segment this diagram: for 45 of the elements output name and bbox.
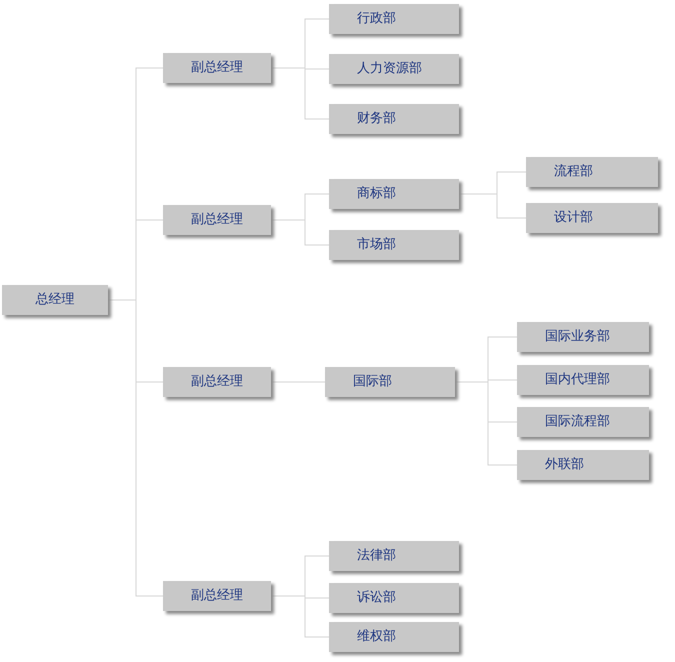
org-box — [163, 205, 271, 235]
org-box — [526, 203, 658, 233]
org-box — [329, 4, 459, 34]
department-label: 国际流程部 — [545, 414, 610, 430]
department-label: 总经理 — [36, 292, 74, 308]
department-label: 人力资源部 — [357, 61, 422, 77]
department-label: 外联部 — [545, 457, 584, 473]
org-box — [526, 157, 658, 187]
department-label: 维权部 — [357, 629, 396, 645]
department-label: 副总经理 — [191, 60, 243, 76]
org-box — [517, 407, 649, 437]
department-label: 国际业务部 — [545, 329, 610, 345]
org-box — [329, 54, 459, 84]
org-box — [329, 104, 459, 134]
org-box — [2, 285, 108, 315]
department-label: 国内代理部 — [545, 372, 610, 388]
org-box — [325, 367, 455, 397]
department-label: 副总经理 — [191, 374, 243, 390]
org-box — [163, 367, 271, 397]
department-label: 法律部 — [357, 548, 396, 564]
department-label: 财务部 — [357, 111, 396, 127]
department-label: 副总经理 — [191, 588, 243, 604]
department-label: 诉讼部 — [357, 590, 396, 606]
org-box — [517, 450, 649, 480]
department-label: 流程部 — [554, 164, 593, 180]
org-box — [163, 53, 271, 83]
department-label: 国际部 — [353, 374, 392, 390]
connector-line — [454, 382, 518, 466]
department-label: 副总经理 — [191, 212, 243, 228]
org-box — [329, 622, 459, 652]
connector-line — [458, 194, 526, 218]
org-box — [517, 365, 649, 395]
org-box — [329, 230, 459, 260]
org-box — [329, 583, 459, 613]
department-label: 商标部 — [357, 186, 396, 202]
org-box — [163, 581, 271, 611]
department-label: 市场部 — [357, 237, 396, 253]
connector-line — [270, 596, 330, 638]
department-label: 设计部 — [554, 210, 593, 226]
connector-line — [270, 220, 330, 246]
org-box — [517, 322, 649, 352]
department-label: 行政部 — [357, 11, 396, 27]
org-box — [329, 179, 459, 209]
org-box — [329, 541, 459, 571]
connector-line — [270, 68, 330, 120]
